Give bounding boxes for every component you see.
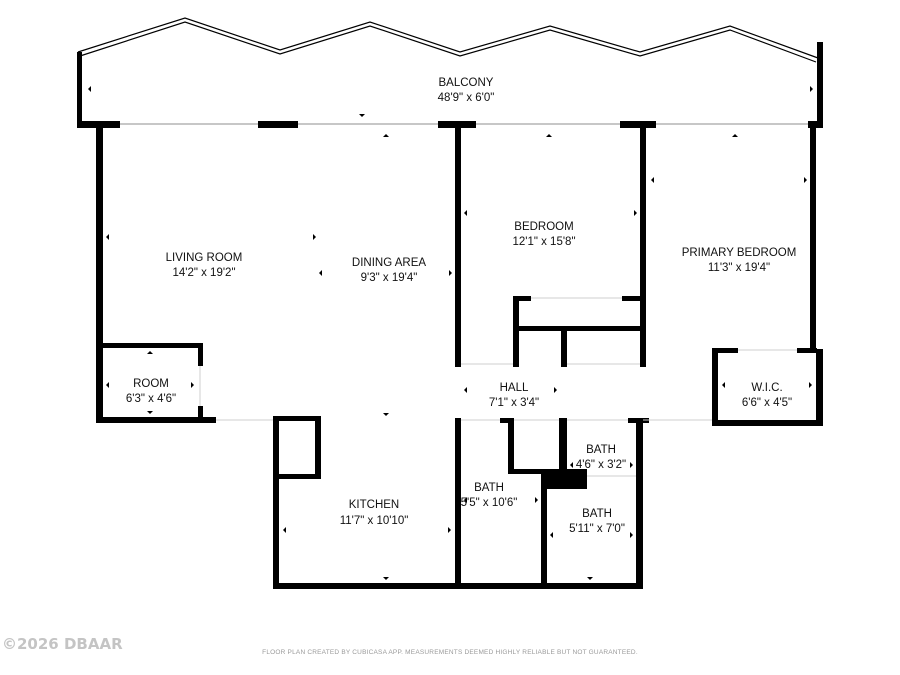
footer-credit: FLOOR PLAN CREATED BY CUBICASA APP. MEAS… bbox=[262, 649, 638, 656]
living-room-walls bbox=[96, 121, 275, 423]
kitchen-dims: 11'7" x 10'10" bbox=[340, 515, 409, 527]
room-name: ROOM bbox=[133, 378, 169, 390]
bedroom-name: BEDROOM bbox=[514, 221, 573, 233]
bath-small-dims: 4'6" x 3'2" bbox=[576, 459, 626, 471]
interior-walls bbox=[455, 121, 646, 367]
wic-name: W.I.C. bbox=[751, 382, 782, 394]
primary-bedroom-name: PRIMARY BEDROOM bbox=[682, 247, 797, 259]
bath-right-dims: 5'11" x 7'0" bbox=[569, 523, 625, 535]
balcony-name: BALCONY bbox=[439, 77, 494, 89]
primary-bedroom-walls bbox=[643, 121, 823, 426]
primary-bedroom-dims: 11'3" x 19'4" bbox=[708, 262, 770, 274]
room-dims: 6'3" x 4'6" bbox=[126, 393, 176, 405]
bath-right-name: BATH bbox=[582, 508, 612, 520]
copyright-watermark: ©2026 DBAAR bbox=[2, 635, 123, 653]
kitchen-name: KITCHEN bbox=[349, 499, 399, 511]
bath-middle-dims: 5'5" x 10'6" bbox=[461, 497, 518, 509]
hall-name: HALL bbox=[500, 382, 529, 394]
living-room-name: LIVING ROOM bbox=[166, 252, 243, 264]
hall-dims: 7'1" x 3'4" bbox=[489, 397, 539, 409]
dining-area-dims: 9'3" x 19'4" bbox=[361, 272, 418, 284]
bedroom-dims: 12'1" x 15'8" bbox=[512, 236, 575, 248]
bath-small-name: BATH bbox=[586, 444, 616, 456]
dining-area-name: DINING AREA bbox=[352, 257, 426, 269]
wic-dims: 6'6" x 4'5" bbox=[742, 397, 792, 409]
dimension-ticks bbox=[88, 86, 813, 580]
room-labels: BALCONY 48'9" x 6'0" LIVING ROOM 14'2" x… bbox=[126, 77, 796, 535]
bath-middle-name: BATH bbox=[474, 482, 504, 494]
living-room-dims: 14'2" x 19'2" bbox=[172, 267, 235, 279]
balcony-railing bbox=[77, 17, 823, 128]
bath-walls bbox=[455, 418, 649, 589]
balcony-dims: 48'9" x 6'0" bbox=[438, 92, 495, 104]
top-wall bbox=[77, 121, 823, 128]
